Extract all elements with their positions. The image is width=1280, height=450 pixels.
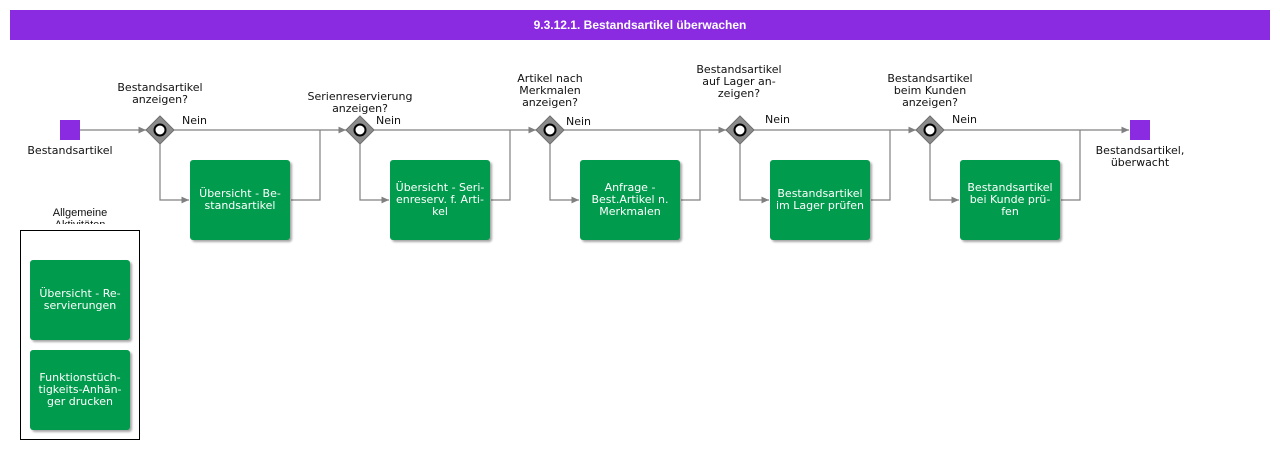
task-overview-reservations[interactable]: Übersicht - Re- servierungen bbox=[30, 260, 130, 340]
end-event-label: Bestandsartikel, überwacht bbox=[1095, 144, 1185, 169]
gateway-2-no-label: Nein bbox=[376, 114, 402, 127]
gateway-1 bbox=[145, 115, 175, 145]
diagram-title: 9.3.12.1. Bestandsartikel überwachen bbox=[10, 10, 1270, 40]
gateway-5-no-label: Nein bbox=[952, 113, 978, 126]
flow-gateway-2-yes bbox=[359, 144, 389, 204]
flow-task-2-out bbox=[491, 130, 511, 201]
gateway-3 bbox=[535, 115, 565, 145]
start-event-label: Bestandsartikel bbox=[27, 144, 113, 157]
task-overview-stock-items[interactable]: Übersicht - Be- standsartikel bbox=[190, 160, 290, 240]
gateway-4-no-label: Nein bbox=[765, 113, 791, 126]
flow-task-3-out bbox=[681, 130, 701, 201]
flow-gateway-3-yes bbox=[549, 144, 579, 204]
gateway-5-question: Bestandsartikel beim Kunden anzeigen? bbox=[887, 72, 973, 109]
general-activities-group bbox=[20, 230, 140, 440]
gateway-2-question: Serienreservierung anzeigen? bbox=[307, 90, 413, 115]
gateway-3-question: Artikel nach Merkmalen anzeigen? bbox=[517, 72, 583, 109]
flow-gateway-1-yes bbox=[159, 144, 189, 204]
flow-task-1-out bbox=[291, 130, 321, 201]
task-query-by-attributes[interactable]: Anfrage - Best.Artikel n. Merkmalen bbox=[580, 160, 680, 240]
task-check-stock-at-customer[interactable]: Bestandsartikel bei Kunde prü- fen bbox=[960, 160, 1060, 240]
gateway-4-question: Bestandsartikel auf Lager an- zeigen? bbox=[696, 63, 782, 100]
task-print-function-tag[interactable]: Funktionstüch- tigkeits-Anhän- ger druck… bbox=[30, 350, 130, 430]
gateway-4 bbox=[725, 115, 755, 145]
gateway-5 bbox=[915, 115, 945, 145]
end-event bbox=[1130, 120, 1150, 140]
flow-task-4-out bbox=[871, 130, 891, 201]
flow-gateway-5-yes bbox=[929, 144, 959, 204]
general-activities-title: Allgemeine Aktivitäten bbox=[52, 207, 108, 224]
gateway-2 bbox=[345, 115, 375, 145]
gateway-1-no-label: Nein bbox=[182, 114, 208, 127]
start-event bbox=[60, 120, 80, 140]
task-check-stock-in-warehouse[interactable]: Bestandsartikel im Lager prüfen bbox=[770, 160, 870, 240]
task-overview-serial-reservations[interactable]: Übersicht - Seri- enreserv. f. Arti- kel bbox=[390, 160, 490, 240]
flow-gateway-4-yes bbox=[739, 144, 769, 204]
gateway-1-question: Bestandsartikel anzeigen? bbox=[117, 81, 203, 106]
flow-task-5-out bbox=[1061, 130, 1081, 201]
gateway-3-no-label: Nein bbox=[566, 115, 592, 128]
